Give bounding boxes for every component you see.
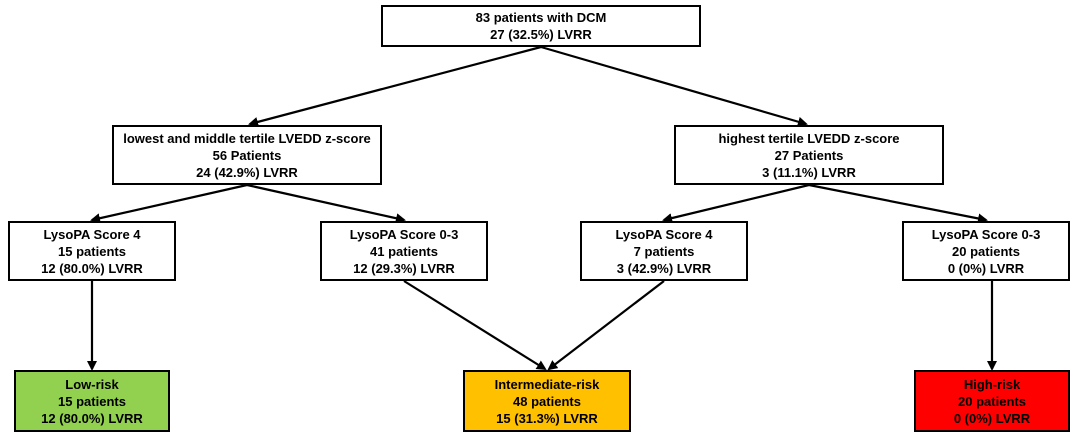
arrow-root-to-high [540,45,808,127]
node-b-title: LysoPA Score 0-3 [349,226,459,242]
node-d-lvrr: 0 (0%) LVRR [947,260,1025,276]
node-a-patients: 15 patients [58,243,126,259]
high-title: highest tertile LVEDD z-score [718,130,900,146]
arrow-low-mid-to-a [90,183,248,224]
root-node: 83 patients with DCM 27 (32.5%) LVRR [381,5,701,47]
node-b-lvrr: 12 (29.3%) LVRR [353,260,455,276]
low-risk-patients: 15 patients [58,393,126,409]
arrow-high-to-d [808,183,988,224]
arrow-root-to-low-mid [248,45,542,127]
intermediate-risk-patients: 48 patients [513,393,581,409]
high-risk-patients: 20 patients [958,393,1026,409]
arrow-c-to-intermediate [547,280,665,371]
low-mid-lvrr: 24 (42.9%) LVRR [196,164,298,180]
node-c-lvrr: 3 (42.9%) LVRR [616,260,712,276]
root-lvrr: 27 (32.5%) LVRR [490,27,592,42]
node-a-title: LysoPA Score 4 [43,226,141,242]
arrow-b-to-intermediate [403,280,547,371]
node-c-title: LysoPA Score 4 [615,226,713,242]
node-c-patients: 7 patients [633,243,695,259]
node-d-patients: 20 patients [952,243,1020,259]
low-risk-lvrr: 12 (80.0%) LVRR [41,410,143,426]
intermediate-risk-box: Intermediate-risk 48 patients 15 (31.3%)… [463,370,631,432]
arrow-low-mid-to-b [246,183,406,224]
high-risk-box: High-risk 20 patients 0 (0%) LVRR [914,370,1070,432]
high-risk-lvrr: 0 (0%) LVRR [953,410,1031,426]
low-mid-tertile-node: lowest and middle tertile LVEDD z-score … [112,125,382,185]
lysopa-score4-high-node: LysoPA Score 4 7 patients 3 (42.9%) LVRR [580,221,748,281]
node-b-patients: 41 patients [370,243,438,259]
high-patients: 27 Patients [774,147,844,163]
node-d-title: LysoPA Score 0-3 [931,226,1041,242]
lysopa-score0-3-high-node: LysoPA Score 0-3 20 patients 0 (0%) LVRR [902,221,1070,281]
intermediate-risk-label: Intermediate-risk [494,376,600,392]
high-tertile-node: highest tertile LVEDD z-score 27 Patient… [674,125,944,185]
high-lvrr: 3 (11.1%) LVRR [762,164,856,180]
low-risk-label: Low-risk [65,376,119,392]
low-risk-box: Low-risk 15 patients 12 (80.0%) LVRR [14,370,170,432]
root-title: 83 patients with DCM [475,10,607,25]
low-mid-patients: 56 Patients [212,147,282,163]
intermediate-risk-lvrr: 15 (31.3%) LVRR [496,410,598,426]
arrow-high-to-c [662,183,810,223]
lysopa-score0-3-low-node: LysoPA Score 0-3 41 patients 12 (29.3%) … [320,221,488,281]
low-mid-title: lowest and middle tertile LVEDD z-score [123,130,371,146]
lysopa-score4-low-node: LysoPA Score 4 15 patients 12 (80.0%) LV… [8,221,176,281]
node-a-lvrr: 12 (80.0%) LVRR [41,260,143,276]
high-risk-label: High-risk [963,376,1021,392]
